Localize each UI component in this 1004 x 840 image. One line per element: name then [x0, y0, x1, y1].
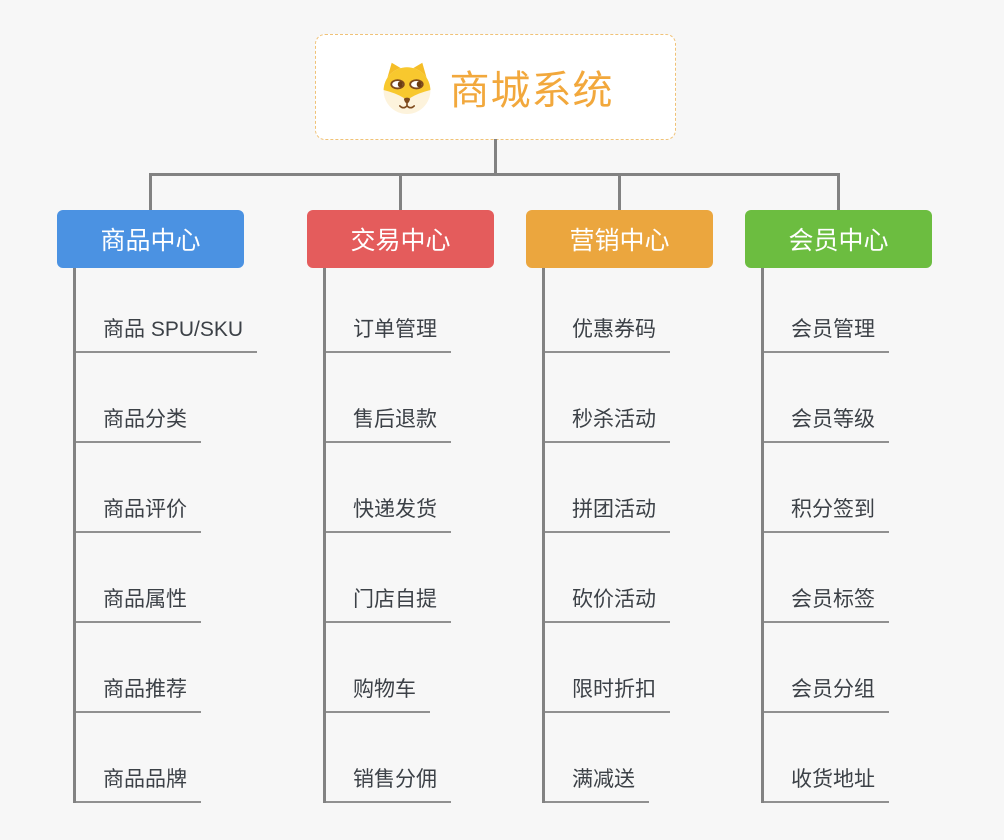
leaf-node-product-attribute[interactable]: 商品属性: [73, 583, 201, 623]
branch-children-member-center: 会员管理 会员等级 积分签到 会员标签 会员分组 收货地址: [761, 268, 889, 803]
leaf-node-shopping-cart[interactable]: 购物车: [323, 673, 430, 713]
leaf-node-points-checkin[interactable]: 积分签到: [761, 493, 889, 533]
leaf-node-member-tag[interactable]: 会员标签: [761, 583, 889, 623]
leaf-node-product-review[interactable]: 商品评价: [73, 493, 201, 533]
leaf-node-product-brand[interactable]: 商品品牌: [73, 763, 201, 803]
branch-children-marketing-center: 优惠券码 秒杀活动 拼团活动 砍价活动 限时折扣 满减送: [542, 268, 670, 803]
leaf-node-member-management[interactable]: 会员管理: [761, 313, 889, 353]
leaf-node-store-pickup[interactable]: 门店自提: [323, 583, 451, 623]
connector-horizontal-bus: [149, 173, 840, 176]
leaf-node-product-spu-sku[interactable]: 商品 SPU/SKU: [73, 313, 258, 353]
branch-spine: [761, 268, 764, 803]
leaf-node-bargain-activity[interactable]: 砍价活动: [542, 583, 670, 623]
leaf-node-sales-commission[interactable]: 销售分佣: [323, 763, 451, 803]
leaf-node-shipping-address[interactable]: 收货地址: [761, 763, 889, 803]
leaf-node-member-level[interactable]: 会员等级: [761, 403, 889, 443]
leaf-node-group-buy[interactable]: 拼团活动: [542, 493, 670, 533]
root-node-title: 商城系统: [449, 69, 614, 113]
connector-drop-member-center: [837, 175, 840, 210]
leaf-node-express-delivery[interactable]: 快递发货: [323, 493, 451, 533]
branch-node-marketing-center[interactable]: 营销中心: [526, 210, 713, 268]
branch-children-product-center: 商品 SPU/SKU 商品分类 商品评价 商品属性 商品推荐 商品品牌: [73, 268, 258, 803]
branch-spine: [323, 268, 326, 803]
leaf-node-member-group[interactable]: 会员分组: [761, 673, 889, 713]
branch-node-trade-center[interactable]: 交易中心: [307, 210, 494, 268]
leaf-node-limited-time-discount[interactable]: 限时折扣: [542, 673, 670, 713]
leaf-node-product-category[interactable]: 商品分类: [73, 403, 201, 443]
connector-drop-product-center: [149, 175, 152, 210]
branch-node-product-center[interactable]: 商品中心: [57, 210, 244, 268]
connector-root-stub: [494, 139, 497, 174]
connector-drop-trade-center: [399, 175, 402, 210]
connector-drop-marketing-center: [618, 175, 621, 210]
leaf-node-after-sales-refund[interactable]: 售后退款: [323, 403, 451, 443]
leaf-node-product-recommend[interactable]: 商品推荐: [73, 673, 201, 713]
root-node-mall-system[interactable]: 商城系统: [315, 34, 676, 140]
branch-children-trade-center: 订单管理 售后退款 快递发货 门店自提 购物车 销售分佣: [323, 268, 451, 803]
branch-spine: [542, 268, 545, 803]
leaf-node-order-management[interactable]: 订单管理: [323, 313, 451, 353]
branch-spine: [73, 268, 76, 803]
leaf-node-full-reduction[interactable]: 满减送: [542, 763, 649, 803]
leaf-node-flash-sale[interactable]: 秒杀活动: [542, 403, 670, 443]
shiba-dog-face-icon: [383, 62, 430, 114]
leaf-node-coupon-code[interactable]: 优惠券码: [542, 313, 670, 353]
branch-node-member-center[interactable]: 会员中心: [745, 210, 932, 268]
